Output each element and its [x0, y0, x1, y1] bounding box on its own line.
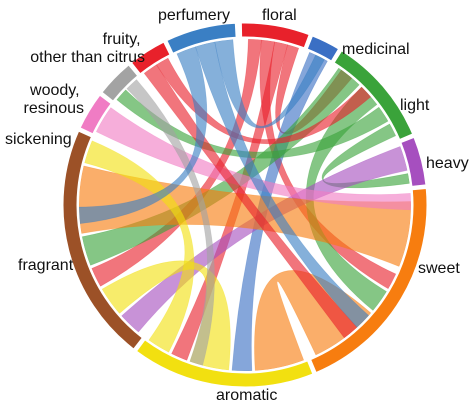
group-arcs	[62, 22, 428, 388]
chord-light-heavy-8	[322, 123, 410, 189]
label-floral: floral	[262, 7, 297, 24]
label-aromatic: aromatic	[216, 387, 277, 404]
inner-ring	[77, 37, 413, 373]
label-medicinal: medicinal	[342, 41, 410, 58]
chord-light-fragrant-5	[81, 67, 360, 266]
label-perfumery: perfumery	[158, 7, 230, 24]
label-sweet: sweet	[418, 260, 460, 277]
label-fruity: fruity, other than citrus	[30, 31, 145, 66]
chord-perfumery-sweet-19	[195, 41, 370, 328]
label-fragrant: fragrant	[18, 257, 74, 274]
chord-light-woody-7	[116, 89, 389, 159]
label-light: light	[400, 97, 430, 114]
label-sickening: sickening	[5, 131, 72, 148]
chord-perfumery-fragrant-18	[78, 46, 208, 224]
chord-sickening-sweet-14	[95, 107, 412, 211]
label-heavy: heavy	[426, 155, 469, 172]
chord-woody-aromatic-15	[126, 79, 215, 366]
chord-ribbons	[78, 38, 412, 372]
chord-perfumery-medicinal-20	[214, 39, 325, 129]
label-woody: woody, resinous	[24, 82, 84, 117]
